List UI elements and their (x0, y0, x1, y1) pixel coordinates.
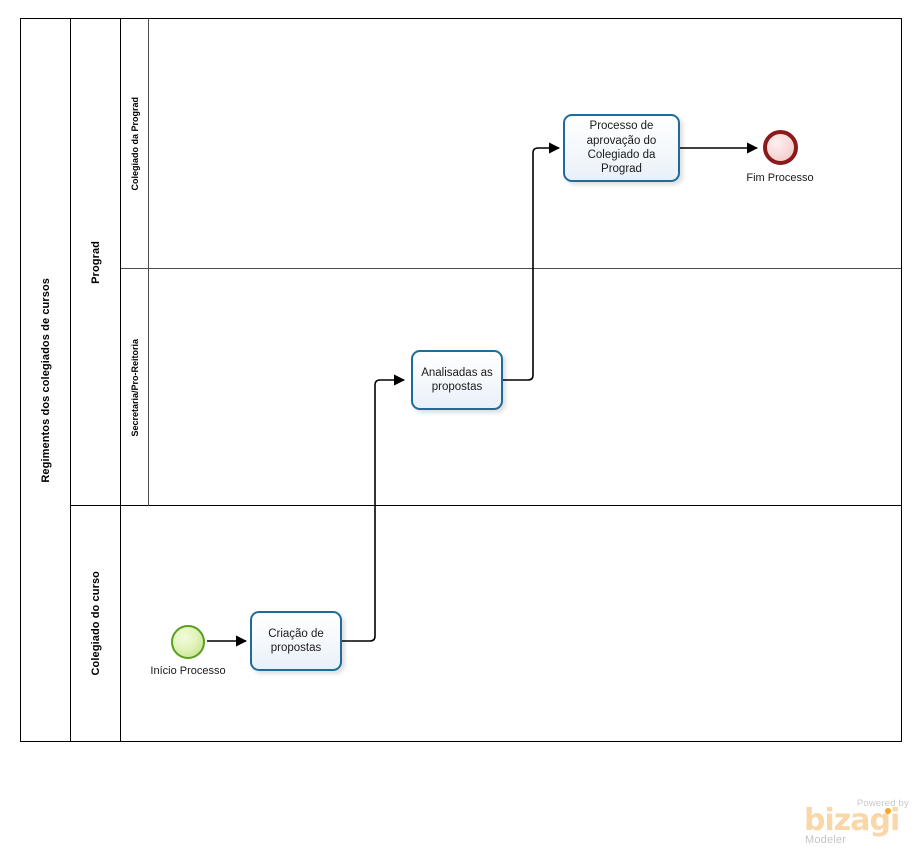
lane-prograd[interactable]: Prograd Colegiado da Prograd Secretaria/… (71, 19, 901, 506)
bizagi-dot-icon (885, 808, 891, 814)
lane-colegiado-do-curso-label: Colegiado do curso (89, 571, 102, 676)
lane-colegiado-do-curso-header: Colegiado do curso (71, 506, 121, 741)
pool-header: Regimentos dos colegiados de cursos (21, 19, 71, 741)
bizagi-brand-text: bizagi (804, 803, 900, 838)
task-processo-de-aprovacao-colegiado-prograd[interactable]: Processo de aprovação do Colegiado da Pr… (563, 114, 680, 182)
lane-prograd-header: Prograd (71, 19, 121, 505)
task-criacao-de-propostas[interactable]: Criação de propostas (250, 611, 342, 671)
sublane-secretaria-pro-reitoria-header: Secretaria/Pro-Reitoria (121, 269, 149, 506)
task-analisadas-as-propostas[interactable]: Analisadas as propostas (411, 350, 503, 410)
pool-title: Regimentos dos colegiados de cursos (39, 277, 52, 483)
bizagi-powered-by-text: Powered by (856, 798, 909, 809)
sublane-container: Colegiado da Prograd Secretaria/Pro-Reit… (121, 19, 901, 506)
start-event-label: Início Processo (150, 665, 226, 677)
lane-colegiado-do-curso[interactable]: Colegiado do curso (71, 506, 901, 741)
bizagi-watermark: Powered by bizagi Modeler (793, 798, 913, 850)
sublane-secretaria-pro-reitoria[interactable]: Secretaria/Pro-Reitoria (121, 269, 901, 506)
sublane-colegiado-da-prograd-header: Colegiado da Prograd (121, 19, 149, 268)
lane-prograd-label: Prograd (89, 240, 102, 284)
bizagi-product-text: Modeler (805, 834, 847, 846)
end-event-label: Fim Processo (746, 172, 814, 184)
sublane-secretaria-pro-reitoria-label: Secretaria/Pro-Reitoria (129, 338, 140, 437)
start-event-inicio-processo[interactable] (171, 625, 205, 659)
sublane-colegiado-da-prograd-label: Colegiado da Prograd (129, 96, 140, 191)
end-event-fim-processo[interactable] (763, 130, 798, 165)
